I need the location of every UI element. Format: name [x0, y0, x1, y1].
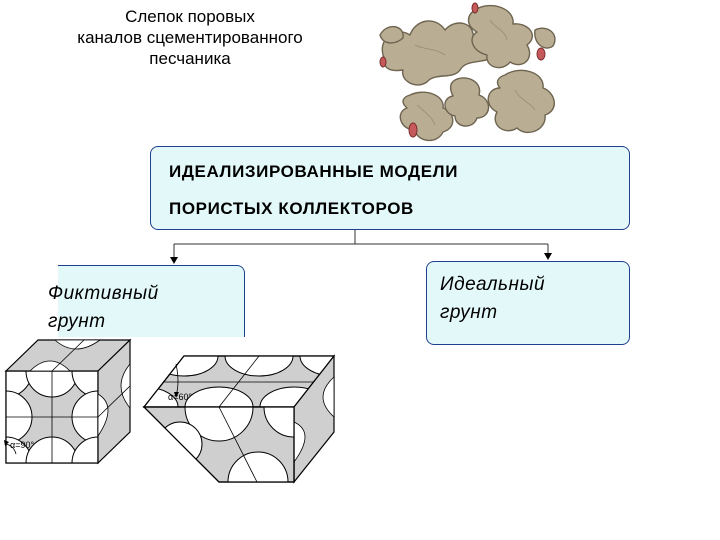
caption-line-3: песчаника	[149, 49, 231, 68]
caption-line-2: каналов сцементированного	[77, 28, 303, 47]
pore-cast-caption: Слепок поровых каналов сцементированного…	[30, 6, 350, 69]
right-line-2: грунт	[440, 302, 498, 323]
rhombohedral-packing-diagram: α=60°	[142, 354, 336, 484]
pore-cast-image	[379, 2, 556, 142]
arrow-right-icon	[544, 253, 552, 260]
fictitious-soil-box	[58, 265, 245, 337]
rhomb-angle-marker	[174, 363, 179, 398]
main-box-line-1: ИДЕАЛИЗИРОВАННЫЕ МОДЕЛИ	[169, 162, 459, 181]
main-box-line-2: ПОРИСТЫХ КОЛЛЕКТОРОВ	[169, 199, 414, 218]
cube-top-face	[4, 339, 132, 372]
caption-line-1: Слепок поровых	[125, 7, 255, 26]
arrow-left-icon	[170, 257, 178, 264]
ideal-soil-box	[426, 261, 630, 345]
cube-angle-label: α=90°	[10, 440, 34, 450]
cubic-packing-diagram: α=90°	[4, 338, 132, 465]
fictitious-soil-label: Фиктивный грунт	[48, 280, 159, 336]
right-line-1: Идеальный	[440, 274, 546, 295]
cube-angle-marker	[4, 440, 17, 455]
cube-front-face	[5, 370, 99, 464]
cube-right-face	[97, 338, 131, 465]
left-line-1: Фиктивный	[48, 283, 159, 304]
ideal-soil-label: Идеальный грунт	[440, 271, 545, 327]
rhomb-angle-label: α=60°	[168, 392, 192, 402]
idealized-models-box: ИДЕАЛИЗИРОВАННЫЕ МОДЕЛИ ПОРИСТЫХ КОЛЛЕКТ…	[150, 146, 630, 230]
left-line-2: грунт	[48, 311, 106, 332]
